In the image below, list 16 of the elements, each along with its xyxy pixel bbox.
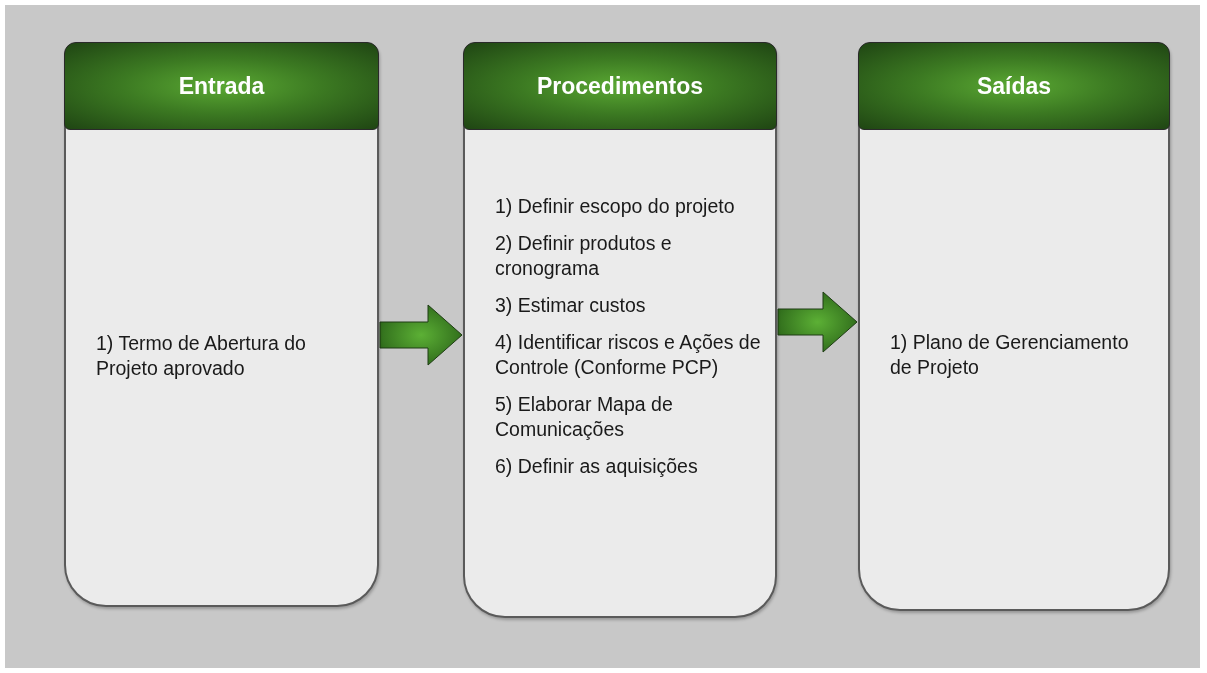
list-item: 1) Definir escopo do projeto <box>495 194 736 219</box>
list-item: 3) Estimar custos <box>495 293 647 318</box>
list-item: 1) Plano de Gerenciamento de Projeto <box>890 330 1130 380</box>
column-card <box>64 42 379 607</box>
block-arrow <box>777 291 858 353</box>
list-item: 2) Definir produtos e cronograma <box>495 231 673 281</box>
list-item: 5) Elaborar Mapa de Comunicações <box>495 392 674 442</box>
list-item: 6) Definir as aquisições <box>495 454 699 479</box>
block-arrow <box>379 304 463 366</box>
list-item: 4) Identificar riscos e Ações de Controle (Conforme PCP) <box>495 330 761 380</box>
column-card <box>858 42 1170 611</box>
header-title: Procedimentos <box>536 72 704 100</box>
list-item: 1) Termo de Abertura do Projeto aprovado <box>96 331 307 381</box>
header-title: Saídas <box>976 72 1052 100</box>
column-card <box>463 42 777 618</box>
header-title: Entrada <box>178 72 265 100</box>
